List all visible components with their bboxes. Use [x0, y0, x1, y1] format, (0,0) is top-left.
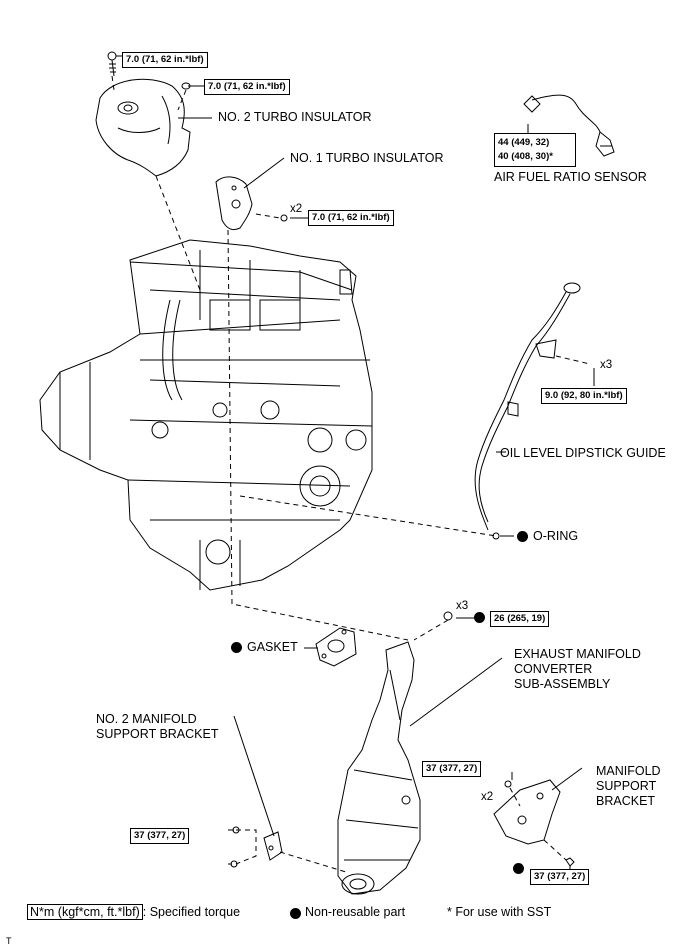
air-fuel-ratio-sensor-part: [523, 94, 615, 157]
label-oil-level-dipstick-guide: OIL LEVEL DIPSTICK GUIDE: [500, 446, 666, 460]
torque-spec-bracket-nut: 37 (377, 27): [530, 869, 590, 885]
torque-spec-air-fuel-sensor-standard: 44 (449, 32): [498, 137, 550, 148]
legend-torque-box: N*m (kgf*cm, ft.*lbf): [27, 904, 143, 920]
qty-no1-turbo-bolts: x2: [290, 203, 303, 215]
label-no2-manifold-support-bracket: NO. 2 MANIFOLD SUPPORT BRACKET: [96, 712, 219, 741]
legend-non-reusable-text: Non-reusable part: [305, 905, 406, 919]
no2-manifold-support-bracket-part: [263, 831, 283, 861]
legend-non-reusable-dot: [290, 908, 301, 919]
torque-spec-turbo-insulator-nut: 7.0 (71, 62 in.*lbf): [204, 79, 290, 95]
gasket-part: [315, 627, 357, 667]
torque-spec-no2-bracket: 37 (377, 27): [130, 828, 190, 844]
label-gasket: GASKET: [247, 640, 298, 654]
non-reusable-marker-bracket-nut: [513, 863, 524, 874]
label-air-fuel-ratio-sensor: AIR FUEL RATIO SENSOR: [494, 170, 647, 184]
torque-spec-turbo-insulator-bolt: 7.0 (71, 62 in.*lbf): [122, 52, 208, 68]
legend-sst-note: * For use with SST: [447, 905, 552, 919]
no1-turbo-insulator-part: [215, 176, 253, 231]
torque-spec-air-fuel-sensor-sst: 40 (408, 30)*: [498, 151, 553, 162]
non-reusable-marker-oring: [517, 531, 528, 542]
oil-level-dipstick-guide-part: [474, 282, 581, 540]
label-no1-turbo-insulator: NO. 1 TURBO INSULATOR: [290, 151, 444, 165]
qty-dipstick-bolts: x3: [600, 359, 613, 371]
insulator-bolt: [107, 51, 117, 77]
label-manifold-support-bracket: MANIFOLD SUPPORT BRACKET: [596, 764, 661, 808]
label-o-ring: O-RING: [533, 529, 579, 543]
torque-spec-bracket-bolt: 37 (377, 27): [422, 761, 482, 777]
legend-specified-torque: N*m (kgf*cm, ft.*lbf): Specified torque: [27, 904, 241, 920]
no2-turbo-insulator-part: [95, 78, 191, 177]
label-no2-turbo-insulator: NO. 2 TURBO INSULATOR: [218, 110, 372, 124]
exhaust-manifold-converter-part: [337, 641, 421, 895]
non-reusable-marker-gasket: [231, 642, 242, 653]
qty-bracket-bolts: x2: [481, 791, 494, 803]
torque-spec-air-fuel-sensor: 44 (449, 32) 40 (408, 30)*: [494, 133, 576, 167]
footer-mark: T: [6, 936, 12, 946]
label-exhaust-manifold-converter: EXHAUST MANIFOLD CONVERTER SUB-ASSEMBLY: [514, 647, 641, 691]
legend-torque-text: : Specified torque: [142, 905, 241, 919]
torque-spec-exhaust-nut: 26 (265, 19): [490, 611, 550, 627]
torque-spec-dipstick-guide: 9.0 (92, 80 in.*lbf): [541, 388, 627, 404]
manifold-support-bracket-part: [493, 779, 561, 845]
non-reusable-marker-exhaust-nut: [474, 612, 485, 623]
torque-spec-no1-turbo-insulator: 7.0 (71, 62 in.*lbf): [308, 210, 394, 226]
qty-exhaust-nuts: x3: [456, 600, 469, 612]
engine-block: [39, 239, 373, 591]
